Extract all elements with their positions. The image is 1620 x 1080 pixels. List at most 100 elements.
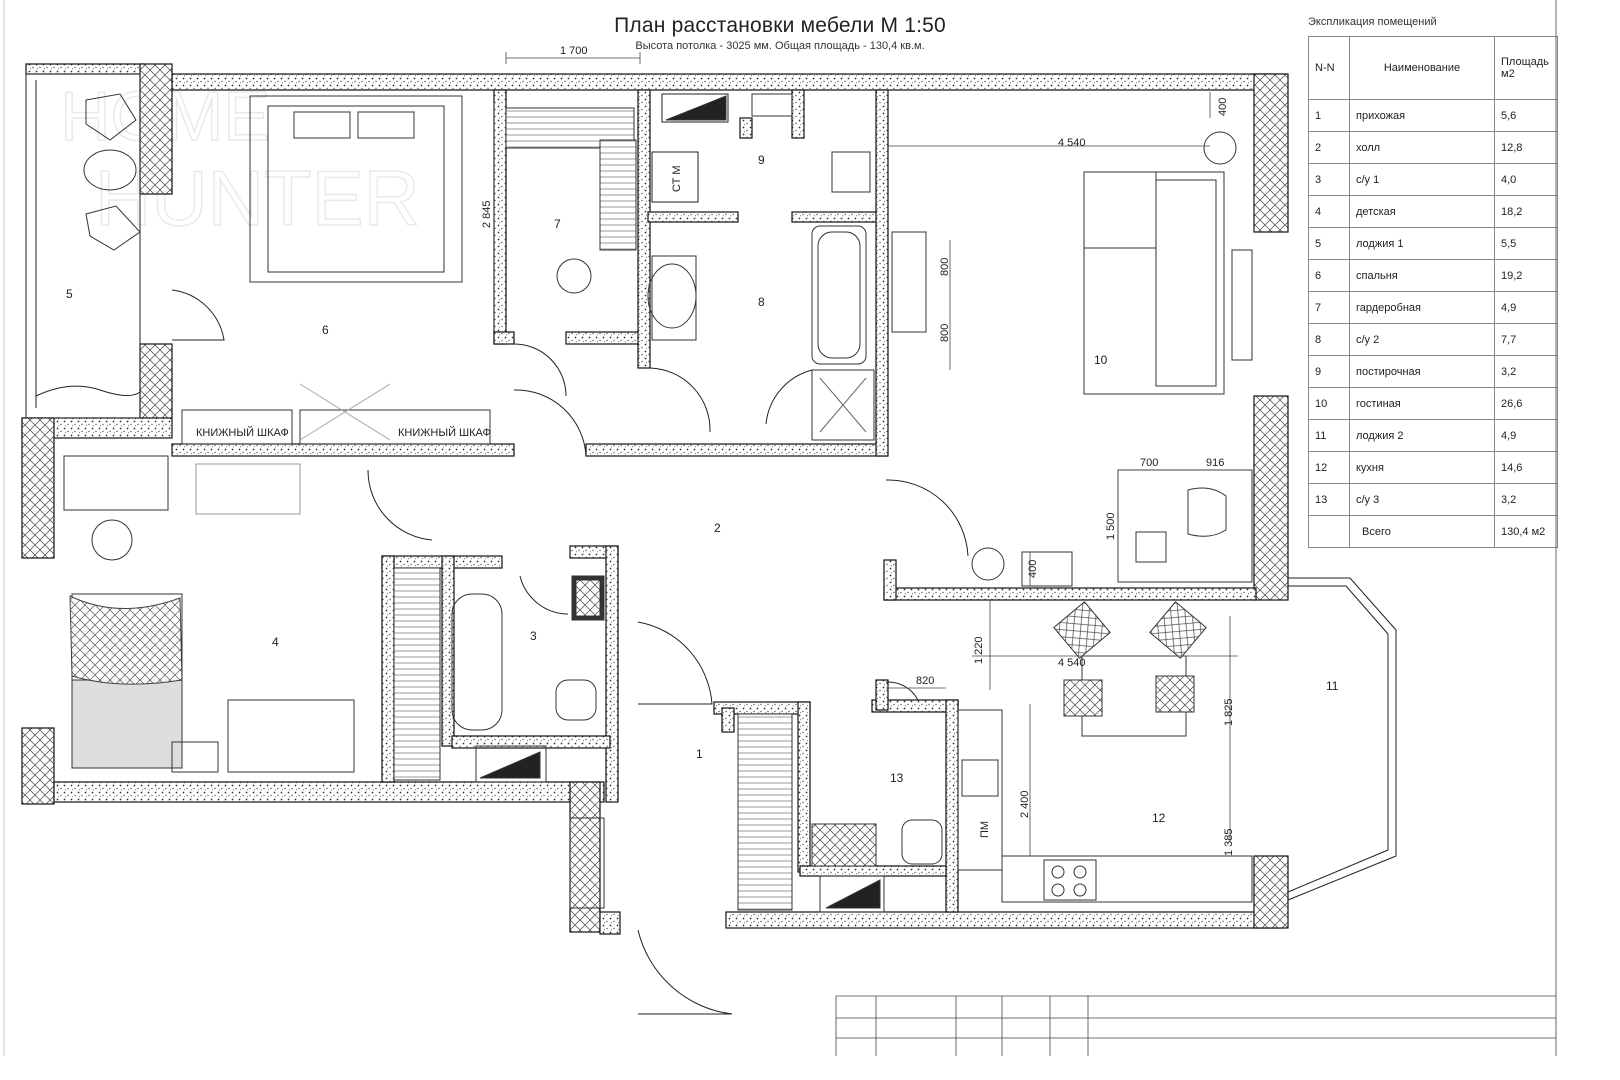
dim-400-top: 400: [1217, 98, 1229, 116]
dim-1500: 1 500: [1105, 512, 1117, 540]
bookcase-right: [299, 409, 491, 445]
row-number: 13: [1308, 483, 1350, 516]
bookcase-left-label: КНИЖНЫЙ ШКАФ: [196, 426, 289, 439]
header-name: Наименование: [1349, 36, 1495, 100]
row-number: 4: [1308, 195, 1350, 228]
dim-800-a: 800: [939, 258, 951, 276]
dim-2400: 2 400: [1019, 790, 1031, 818]
room-number-11: 11: [1326, 679, 1339, 693]
washer-label: СТ М: [671, 165, 683, 192]
room-number-3: 3: [530, 629, 537, 643]
room-number-6: 6: [322, 323, 329, 337]
dim-1700: 1 700: [560, 45, 588, 57]
furniture-labels: КНИЖНЫЙ ШКАФ КНИЖНЫЙ ШКАФ СТ М ПМ: [196, 165, 991, 838]
room-number-7: 7: [554, 217, 561, 231]
explication-header-row: N-N Наименование Площадь м2: [1308, 36, 1558, 100]
kids-desk: [63, 455, 169, 511]
doors: [171, 289, 969, 1015]
dim-4540-kitchen: 4 540: [1058, 657, 1086, 669]
room-number-13: 13: [890, 771, 904, 785]
row-area: 12,8: [1494, 131, 1558, 164]
dim-700: 700: [1140, 457, 1158, 469]
room-number-5: 5: [66, 287, 73, 301]
bookcase-right-label: КНИЖНЫЙ ШКАФ: [398, 426, 491, 439]
row-number: 2: [1308, 131, 1350, 164]
loggia-1: [25, 73, 141, 419]
row-area: 3,2: [1494, 483, 1558, 516]
row-number: 9: [1308, 355, 1350, 388]
row-number: 11: [1308, 419, 1350, 452]
kids-sofa: [227, 699, 355, 773]
plan-subtitle: Высота потолка - 3025 мм. Общая площадь …: [635, 40, 925, 52]
header-area: Площадь м2: [1494, 36, 1558, 100]
shower-2: [811, 369, 875, 441]
row-area: 5,6: [1494, 99, 1558, 132]
room-number-2: 2: [714, 521, 721, 535]
row-number: 1: [1308, 99, 1350, 132]
dim-400-desk: 400: [1027, 560, 1039, 578]
room-number-10: 10: [1094, 353, 1108, 367]
room-numbers: 1 2 3 4 5 6 7 8 9 10 11 12 13: [66, 153, 1339, 825]
row-name: кухня: [1349, 451, 1495, 484]
dishwasher-label: ПМ: [979, 821, 991, 838]
cooktop: [1043, 859, 1097, 901]
row-area: 4,0: [1494, 163, 1558, 196]
total-name: Всего: [1349, 515, 1495, 548]
row-area: 4,9: [1494, 291, 1558, 324]
row-name: гостиная: [1349, 387, 1495, 420]
dimension-labels: 1 700 2 845 4 540 400 800 800 700 916 1 …: [481, 45, 1235, 856]
dim-916: 916: [1206, 457, 1224, 469]
desk-living: [1117, 469, 1253, 583]
dim-2845: 2 845: [481, 200, 493, 228]
row-name: детская: [1349, 195, 1495, 228]
row-number: 12: [1308, 451, 1350, 484]
dim-1825: 1 825: [1223, 698, 1235, 726]
row-name: гардеробная: [1349, 291, 1495, 324]
washer: [651, 151, 699, 203]
room-number-1: 1: [696, 747, 703, 761]
row-area: 4,9: [1494, 419, 1558, 452]
total-area: 130,4 м2: [1494, 515, 1558, 548]
dim-800-b: 800: [939, 324, 951, 342]
room-number-9: 9: [758, 153, 765, 167]
row-name: лоджия 1: [1349, 227, 1495, 260]
row-name: с/у 2: [1349, 323, 1495, 356]
page-title-block: План расстановки мебели М 1:50 Высота по…: [560, 14, 1000, 52]
bed: [249, 95, 463, 283]
bathtub-1: [451, 593, 503, 731]
bathtub-2: [811, 225, 867, 365]
kitchen-counter-top: [957, 709, 1003, 871]
watermark: HOME HUNTER: [59, 76, 421, 243]
tv-stand: [891, 231, 927, 333]
dim-1385: 1 385: [1223, 828, 1235, 856]
explication-title: Экспликация помещений: [1308, 16, 1437, 28]
row-number: 7: [1308, 291, 1350, 324]
plant-icon: [1203, 131, 1237, 165]
furniture: [63, 93, 1253, 913]
bookcase-left: [181, 409, 293, 445]
plant-icon-2: [971, 547, 1005, 581]
interior-walls: [171, 89, 1257, 913]
room-number-4: 4: [272, 635, 279, 649]
room-number-8: 8: [758, 295, 765, 309]
row-number: 3: [1308, 163, 1350, 196]
dim-820: 820: [916, 675, 934, 687]
row-name: с/у 1: [1349, 163, 1495, 196]
plan-title: План расстановки мебели М 1:50: [614, 14, 946, 37]
dim-4540-living: 4 540: [1058, 137, 1086, 149]
row-area: 3,2: [1494, 355, 1558, 388]
loggia-2: [1287, 577, 1397, 901]
kitchen-counter-bottom: [1001, 855, 1253, 903]
dim-1220: 1 220: [973, 636, 985, 664]
room-number-12: 12: [1152, 811, 1166, 825]
